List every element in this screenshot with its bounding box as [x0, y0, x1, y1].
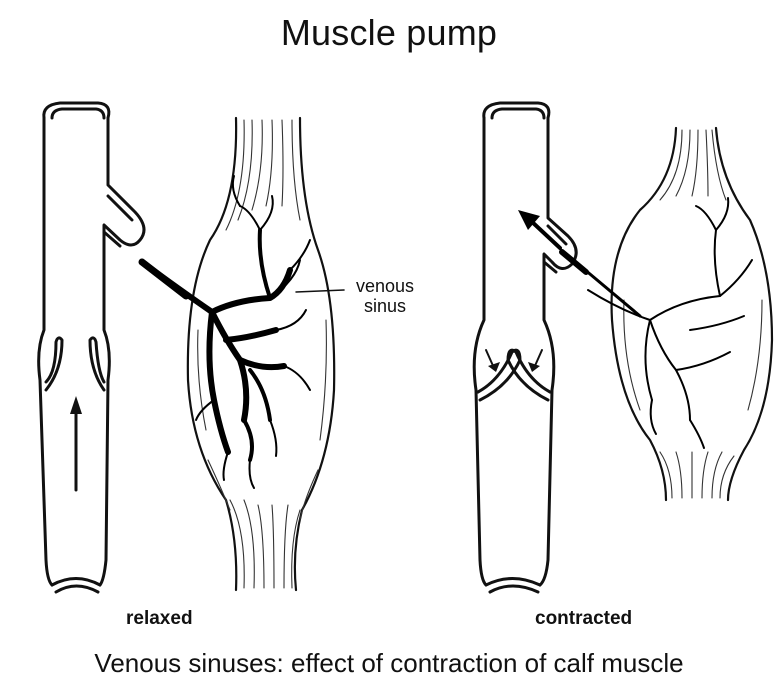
relaxed-venous-sinuses [142, 230, 290, 460]
contracted-label: contracted [535, 608, 632, 630]
contracted-vein [474, 103, 576, 592]
relaxed-vein [39, 103, 144, 592]
relaxed-flow-arrow [70, 396, 82, 414]
relaxed-panel [39, 103, 344, 592]
relaxed-label: relaxed [126, 608, 193, 630]
venous-sinus-label-line2: sinus [356, 296, 414, 316]
relaxed-muscle-fibers [198, 120, 327, 588]
contracted-panel [474, 103, 772, 592]
contracted-valve-arrow-right [528, 362, 540, 372]
contracted-valve-arrow-left [488, 362, 500, 372]
figure-caption: Venous sinuses: effect of contraction of… [0, 648, 778, 679]
contracted-muscle-fibers [624, 130, 762, 498]
venous-sinus-pointer-line [296, 290, 344, 292]
venous-sinus-label-line1: venous [356, 276, 414, 296]
venous-sinus-label: venous sinus [356, 276, 414, 316]
relaxed-connecting-vessel [142, 262, 186, 296]
